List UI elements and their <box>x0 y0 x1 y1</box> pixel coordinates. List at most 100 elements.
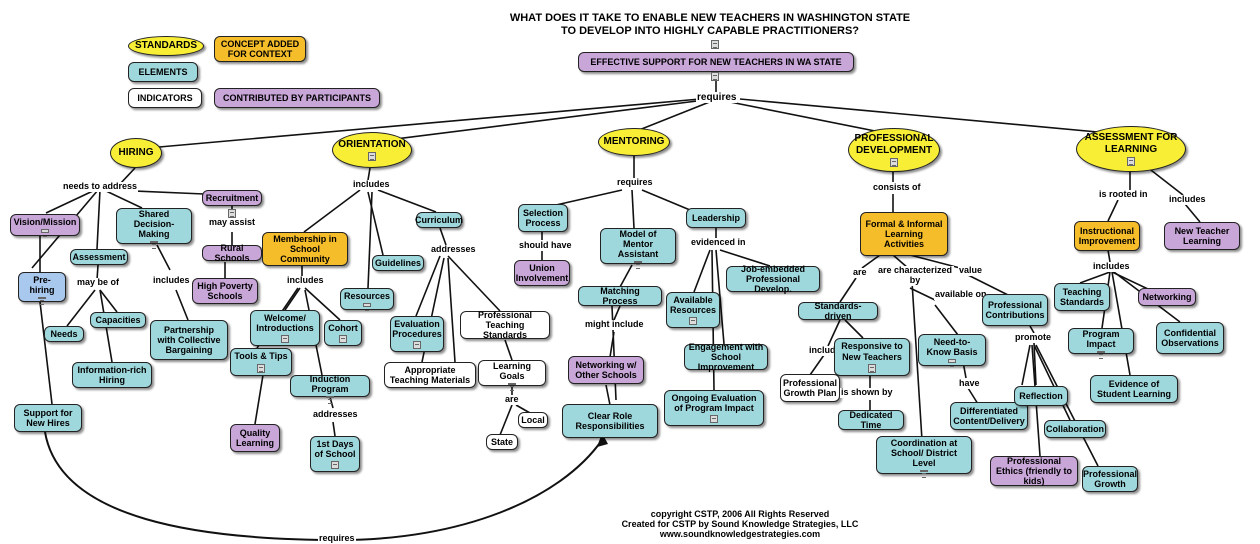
node-first-days[interactable]: 1st Days of School <box>310 436 360 472</box>
cohort-doc-icon[interactable] <box>339 335 347 343</box>
node-guidelines[interactable]: Guidelines <box>372 255 424 271</box>
node-ongoing-evaluation[interactable]: Ongoing Evaluation of Program Impact <box>664 390 764 426</box>
node-engagement[interactable]: Engagement with School Improvement <box>684 342 768 372</box>
standard-hiring[interactable]: HIRING <box>110 138 162 168</box>
node-vision-mission[interactable]: Vision/Mission <box>10 214 80 237</box>
learning-goals-doc-icon[interactable] <box>508 383 516 392</box>
standard-mentoring[interactable]: MENTORING <box>598 128 670 156</box>
node-professional-growth[interactable]: Professional Growth <box>1082 466 1138 492</box>
eval-proc-doc-icon[interactable] <box>413 341 421 349</box>
node-dedicated-time[interactable]: Dedicated Time <box>838 410 904 430</box>
node-leadership[interactable]: Leadership <box>686 208 746 228</box>
node-need-to-know[interactable]: Need-to-Know Basis <box>918 334 986 367</box>
node-reflection[interactable]: Reflection <box>1014 386 1068 406</box>
node-information-rich-hiring[interactable]: Information-rich Hiring <box>72 362 152 388</box>
node-professional-teaching-standards[interactable]: Professional Teaching Standards <box>460 310 550 340</box>
node-needs[interactable]: Needs <box>44 326 84 342</box>
vision-doc-icon[interactable] <box>41 229 49 237</box>
node-cohort[interactable]: Cohort <box>324 320 362 346</box>
legend-indicators-label: INDICATORS <box>137 92 193 103</box>
node-collaboration[interactable]: Collaboration <box>1044 420 1106 438</box>
coordination-doc-icon[interactable] <box>920 470 928 479</box>
node-partnership[interactable]: Partnership with Collective Bargaining <box>150 320 228 360</box>
standard-orientation[interactable]: ORIENTATION <box>332 132 412 168</box>
responsive-doc-icon[interactable] <box>868 363 876 373</box>
node-prof-growth-plan[interactable]: Professional Growth Plan <box>780 374 840 402</box>
title-doc-icon[interactable] <box>711 40 719 49</box>
title-line-2: TO DEVELOP INTO HIGHLY CAPABLE PRACTITIO… <box>560 24 860 37</box>
node-formal-informal[interactable]: Formal & Informal Learning Activities <box>860 212 948 256</box>
link-might-include: might include <box>584 319 645 330</box>
shared-doc-icon[interactable] <box>150 241 158 250</box>
node-differentiated[interactable]: Differentiated Content/Delivery <box>950 402 1028 430</box>
node-matching-process[interactable]: Matching Process <box>578 286 662 306</box>
node-networking[interactable]: Networking <box>1138 288 1196 306</box>
node-membership[interactable]: Membership in School Community <box>262 232 348 266</box>
orientation-doc-icon[interactable] <box>368 152 376 162</box>
node-rural-schools[interactable]: Rural Schools <box>202 243 262 263</box>
node-pre-hiring[interactable]: Pre-hiring <box>18 272 66 306</box>
networking-other-label: Networking w/ Other Schools <box>575 359 637 380</box>
tools-doc-icon[interactable] <box>257 363 265 373</box>
need-to-know-doc-icon[interactable] <box>948 359 956 367</box>
first-days-doc-icon[interactable] <box>331 461 339 469</box>
program-impact-doc-icon[interactable] <box>1097 351 1105 360</box>
node-model-mentor[interactable]: Model of Mentor Assistant <box>600 228 676 270</box>
model-mentor-doc-icon[interactable] <box>634 261 642 270</box>
node-welcome[interactable]: Welcome/ Introductions <box>250 310 320 346</box>
link-includes-member: includes <box>286 275 325 286</box>
node-capacities[interactable]: Capacities <box>90 312 146 328</box>
prof-dev-doc-icon[interactable] <box>890 157 898 167</box>
standard-professional-development[interactable]: PROFESSIONAL DEVELOPMENT <box>848 128 940 172</box>
root-node[interactable]: EFFECTIVE SUPPORT FOR NEW TEACHERS IN WA… <box>578 52 854 72</box>
node-state[interactable]: State <box>486 434 518 450</box>
node-networking-other-schools[interactable]: Networking w/ Other Schools <box>568 356 644 384</box>
ongoing-doc-icon[interactable] <box>710 415 718 423</box>
node-new-teacher-learning[interactable]: New Teacher Learning <box>1164 222 1240 250</box>
recruitment-doc-icon[interactable] <box>228 209 236 218</box>
node-high-poverty[interactable]: High Poverty Schools <box>192 278 258 304</box>
node-prof-contributions[interactable]: Professional Contributions <box>982 294 1048 326</box>
node-professional-ethics[interactable]: Professional Ethics (friendly to kids) <box>990 456 1078 486</box>
node-induction[interactable]: Induction Program <box>290 374 370 405</box>
standard-assessment-for-learning[interactable]: ASSESSMENT FOR LEARNING <box>1076 126 1186 172</box>
node-appropriate-materials[interactable]: Appropriate Teaching Materials <box>384 362 476 388</box>
node-selection-process[interactable]: Selection Process <box>518 204 568 232</box>
node-teaching-standards[interactable]: Teaching Standards <box>1054 283 1110 311</box>
copyright-block: copyright CSTP, 2006 All Rights Reserved… <box>570 509 910 540</box>
node-evaluation-procedures[interactable]: Evaluation Procedures <box>390 316 444 352</box>
node-confidential-observations[interactable]: Confidential Observations <box>1156 322 1224 354</box>
node-resources[interactable]: Resources <box>340 288 394 311</box>
node-coordination[interactable]: Coordination at School/ District Level <box>876 436 972 479</box>
node-program-impact[interactable]: Program Impact <box>1068 328 1134 360</box>
node-shared-decision-making[interactable]: Shared Decision-Making <box>116 208 192 250</box>
networking-label: Networking <box>1142 291 1192 302</box>
guidelines-label: Guidelines <box>375 257 422 268</box>
afl-doc-icon[interactable] <box>1127 156 1135 166</box>
confidential-label: Confidential Observations <box>1161 327 1219 348</box>
node-local[interactable]: Local <box>518 412 548 428</box>
node-union-involvement[interactable]: Union Involvement <box>514 260 570 286</box>
root-doc-icon[interactable] <box>711 72 719 81</box>
node-job-embedded[interactable]: Job-embedded Professional Develop. <box>726 264 820 294</box>
copyright-line-3[interactable]: www.soundknowledgestrategies.com <box>659 528 821 539</box>
node-tools-tips[interactable]: Tools & Tips <box>230 348 292 376</box>
diagram-title: WHAT DOES IT TAKE TO ENABLE NEW TEACHERS… <box>470 12 950 37</box>
node-evidence[interactable]: Evidence of Student Learning <box>1090 375 1178 403</box>
node-available-resources[interactable]: Available Resources <box>666 292 720 328</box>
node-curriculum[interactable]: Curriculum <box>415 212 463 228</box>
node-instructional-improvement[interactable]: Instructional Improvement <box>1074 221 1140 251</box>
welcome-doc-icon[interactable] <box>281 335 289 343</box>
node-quality-learning[interactable]: Quality Learning <box>230 424 280 452</box>
node-clear-role-responsibilities[interactable]: Clear Role Responsibilities <box>562 404 658 438</box>
node-learning-goals[interactable]: Learning Goals <box>478 360 546 392</box>
node-assessment[interactable]: Assessment <box>70 249 128 265</box>
available-res-doc-icon[interactable] <box>689 317 697 325</box>
resources-doc-icon[interactable] <box>363 303 371 311</box>
induction-doc-icon[interactable] <box>326 396 334 405</box>
pre-hiring-doc-icon[interactable] <box>38 297 46 306</box>
node-support-new-hires[interactable]: Support for New Hires <box>14 404 82 432</box>
node-recruitment[interactable]: Recruitment <box>202 190 262 206</box>
node-responsive[interactable]: Responsive to New Teachers <box>834 338 910 376</box>
node-standards-driven[interactable]: Standards-driven <box>798 301 878 321</box>
